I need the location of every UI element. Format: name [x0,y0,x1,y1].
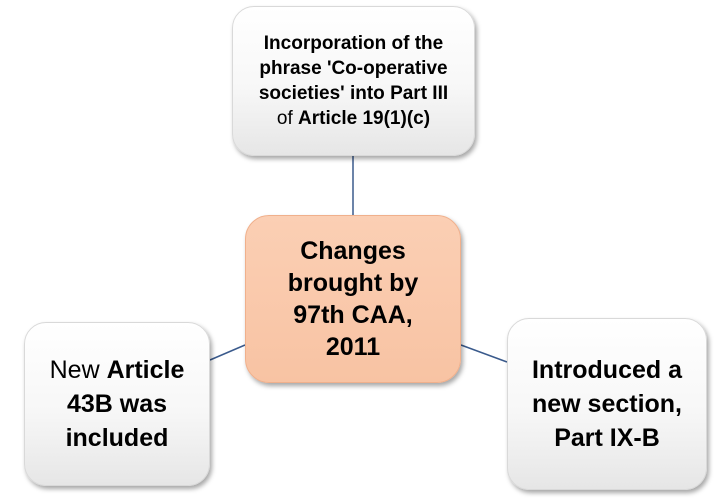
node-right-line-1: Introduced a [531,356,682,384]
node-right-line-3: Part IX-B [554,424,660,452]
node-center-line-1: Changes [300,237,406,265]
node-left-article-43b: New Article 43B was included [24,322,210,486]
node-left-line-1-prefix: New [49,356,107,384]
node-center-changes: Changes brought by 97th CAA, 2011 [245,215,461,383]
node-right-line-2: new section, [531,390,683,418]
node-top-line-3: societies' into Part III [258,83,449,104]
node-right-text: Introduced a new section, Part IX-B [532,353,682,455]
connector-center-left [209,344,246,361]
node-top-article-19: Incorporation of the phrase 'Co-operativ… [232,6,475,156]
node-center-line-3: 97th CAA, [293,301,413,329]
node-left-line-1-bold: Article [106,356,185,384]
node-top-text: Incorporation of the phrase 'Co-operativ… [259,31,448,131]
node-center-line-2: brought by [287,269,419,297]
node-right-part-ix-b: Introduced a new section, Part IX-B [507,318,707,490]
node-left-line-3: included [65,424,169,452]
node-center-text: Changes brought by 97th CAA, 2011 [288,235,419,363]
node-top-line-4-bold: Article 19(1)(c) [298,108,431,129]
node-left-text: New Article 43B was included [50,353,185,455]
node-center-line-4: 2011 [325,333,381,361]
connector-center-right [460,344,508,363]
node-left-line-1: New Article [50,353,185,387]
node-top-line-4: of Article 19(1)(c) [259,106,448,131]
node-top-line-4-prefix: of [276,108,299,129]
node-top-line-2: phrase 'Co-operative [259,58,448,79]
node-top-line-1: Incorporation of the [263,33,444,54]
node-left-line-2: 43B was [66,390,168,418]
